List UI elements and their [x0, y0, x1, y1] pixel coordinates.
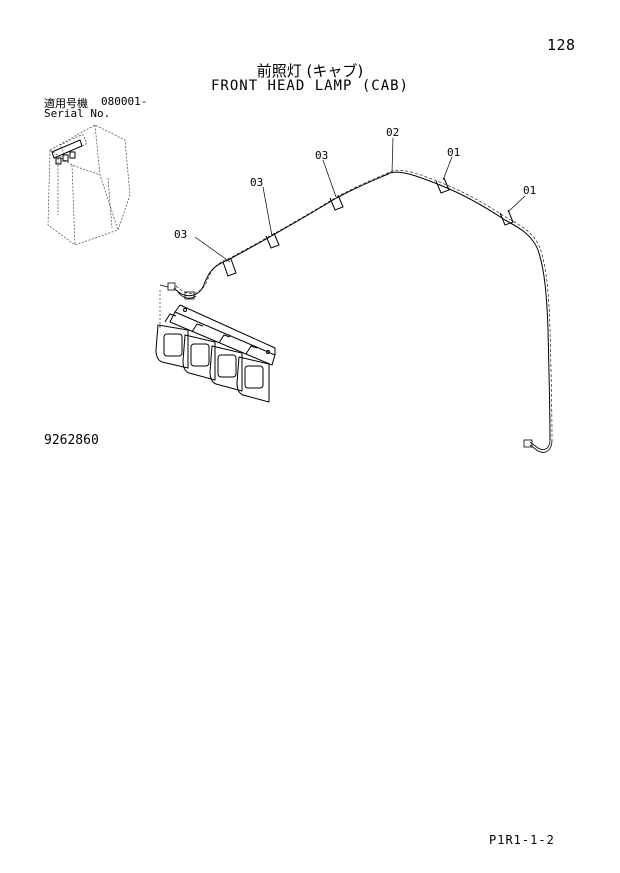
serial-label-english: Serial No. — [44, 107, 111, 120]
clip-03-middle — [265, 232, 280, 249]
callout-03-middle: 03 — [250, 176, 263, 189]
page-number: 128 — [547, 36, 576, 54]
callout-02: 02 — [386, 126, 399, 139]
callout-01-left: 01 — [447, 146, 460, 159]
page-code: P1R1-1-2 — [489, 833, 555, 847]
clip-01-right — [499, 209, 514, 226]
callout-leaders — [194, 137, 526, 263]
serial-number-value: 080001- — [101, 95, 148, 108]
wiring-harness — [159, 169, 553, 453]
page-title-english: FRONT HEAD LAMP (CAB) — [210, 78, 409, 94]
drawing-number: 9262860 — [44, 433, 99, 448]
callout-03-lower: 03 — [174, 228, 187, 241]
callout-01-right: 01 — [523, 184, 536, 197]
clip-03-upper — [329, 194, 344, 211]
clip-03-lower — [222, 258, 237, 277]
serial-label-japanese: 適用号機 — [44, 97, 88, 110]
cab-thumbnail — [47, 124, 131, 246]
page-title-japanese: 前照灯 (キャブ) — [256, 62, 364, 80]
head-lamp-assembly — [155, 304, 276, 403]
clip-01-left — [435, 177, 450, 194]
callout-03-upper: 03 — [315, 149, 328, 162]
